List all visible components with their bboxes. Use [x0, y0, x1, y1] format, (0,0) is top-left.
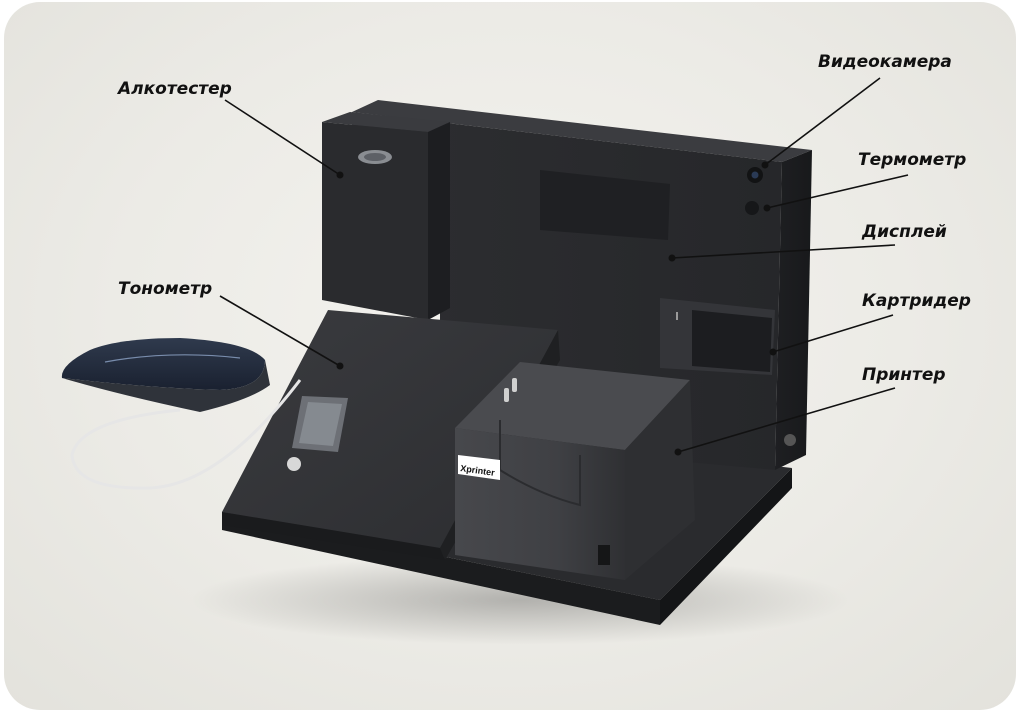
label-display: Дисплей	[861, 222, 947, 242]
side-connector	[784, 434, 796, 446]
alcotester-tower	[322, 112, 450, 320]
printer-power-switch	[598, 545, 610, 565]
printer-brand-label	[458, 455, 500, 480]
printer-unit: Xprinter	[455, 362, 695, 580]
label-thermometer: Термометр	[858, 150, 966, 170]
leader-alcotester	[224, 99, 341, 176]
display-screen	[540, 170, 670, 240]
leader-thermometer	[766, 174, 909, 209]
label-videocamera: Видеокамера	[818, 52, 952, 72]
cuff-tube	[70, 379, 302, 490]
leader-videocamera	[764, 77, 881, 166]
tonometer-button	[287, 457, 301, 471]
blood-pressure-cuff	[61, 338, 302, 490]
leader-lines	[219, 77, 909, 456]
cardreader-module	[660, 298, 775, 375]
leader-display	[671, 244, 896, 259]
leader-cardreader	[772, 314, 894, 353]
label-alcotester: Алкотестер	[116, 79, 232, 99]
label-tonometer: Тонометр	[118, 279, 212, 299]
label-printer: Принтер	[862, 365, 946, 385]
label-cardreader: Картридер	[862, 291, 971, 311]
printer-brand-text: Xprinter	[460, 463, 496, 478]
leader-printer	[677, 387, 896, 453]
leader-tonometer	[219, 295, 341, 367]
callout-labels: Алкотестер Видеокамера Термометр Дисплей…	[116, 52, 971, 385]
thermometer-sensor	[745, 201, 759, 215]
